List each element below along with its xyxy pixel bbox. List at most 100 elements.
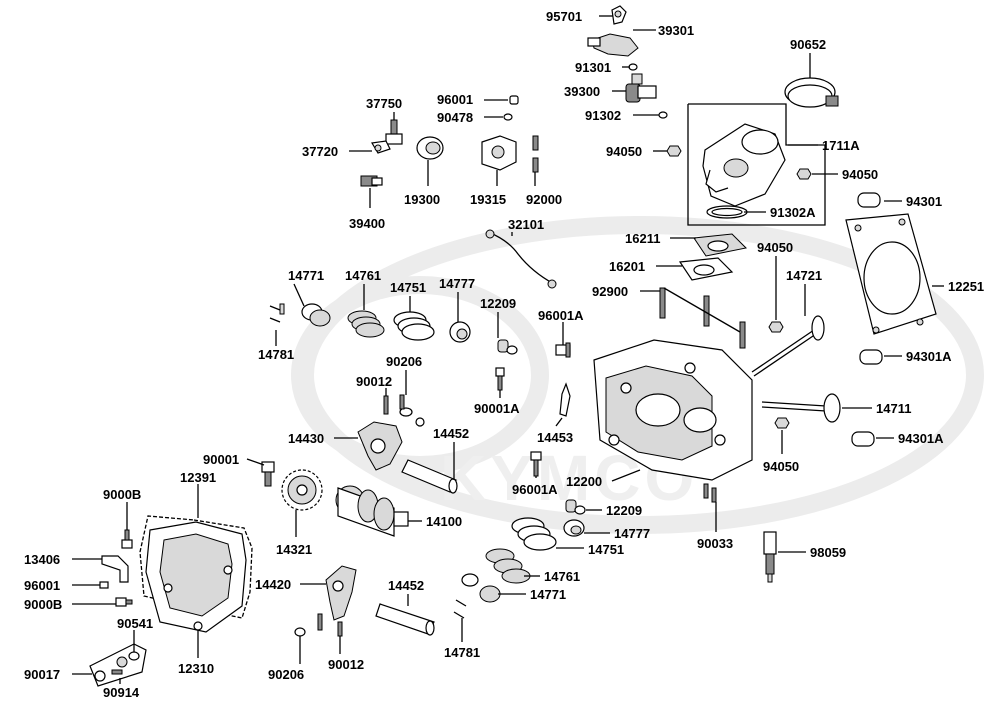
spring-14751-top[interactable]: [393, 311, 435, 341]
rocker-arm-14420[interactable]: [325, 565, 357, 621]
label-91302[interactable]: 91302: [585, 108, 621, 123]
gasket-16201[interactable]: [678, 257, 734, 281]
label-91302A[interactable]: 91302A: [770, 205, 816, 220]
bracket-13406[interactable]: [101, 555, 129, 583]
label-96001A-b[interactable]: 96001A: [512, 482, 558, 497]
label-12209-a[interactable]: 12209: [480, 296, 516, 311]
rocker-shaft-14452-top[interactable]: [401, 459, 458, 494]
label-12200[interactable]: 12200: [566, 474, 602, 489]
label-94050-d[interactable]: 94050: [763, 459, 799, 474]
label-90478[interactable]: 90478: [437, 110, 473, 125]
nut-94050-top-a[interactable]: [666, 145, 682, 157]
label-96001A-a[interactable]: 96001A: [538, 308, 584, 323]
label-12251[interactable]: 12251: [948, 279, 984, 294]
dowel-94301A-a[interactable]: [859, 349, 883, 365]
injector-39300[interactable]: [625, 73, 657, 103]
dowel-94301A-b[interactable]: [851, 431, 875, 447]
spark-plug-98059[interactable]: [763, 531, 777, 583]
intake-manifold-1711A[interactable]: [702, 123, 786, 207]
washer-90206-top[interactable]: [399, 394, 413, 417]
intake-valve-14711[interactable]: [761, 393, 841, 423]
label-90001[interactable]: 90001: [203, 452, 239, 467]
label-90541[interactable]: 90541: [117, 616, 153, 631]
exhaust-valve-14721[interactable]: [751, 315, 825, 377]
label-12391[interactable]: 12391: [180, 470, 216, 485]
pin-90012-top[interactable]: [383, 395, 425, 427]
keeper-14781-low[interactable]: [453, 599, 467, 619]
label-32101[interactable]: 32101: [508, 217, 544, 232]
studs-90033[interactable]: [703, 483, 717, 503]
seal-12209-low[interactable]: [565, 499, 586, 515]
injector-holder-39301[interactable]: [587, 33, 639, 57]
label-39301[interactable]: 39301: [658, 23, 694, 38]
label-14777-a[interactable]: 14777: [439, 276, 475, 291]
label-14711[interactable]: 14711: [876, 401, 911, 416]
label-39400[interactable]: 39400: [349, 216, 385, 231]
label-96001-a[interactable]: 96001: [437, 92, 473, 107]
oring-91302[interactable]: [658, 111, 668, 119]
label-94050-c[interactable]: 94050: [757, 240, 793, 255]
cam-sprocket-14321[interactable]: [281, 469, 323, 511]
bolt-90001A[interactable]: [495, 367, 505, 391]
label-90206-b[interactable]: 90206: [268, 667, 304, 682]
breather-plate-90017[interactable]: [89, 643, 147, 687]
spring-14751-low[interactable]: [511, 517, 557, 551]
retainer-14771-low[interactable]: [461, 573, 501, 603]
label-90652[interactable]: 90652: [790, 37, 826, 52]
label-90206-a[interactable]: 90206: [386, 354, 422, 369]
label-39300[interactable]: 39300: [564, 84, 600, 99]
label-1711A[interactable]: 1711A: [822, 138, 860, 153]
keeper-14781-top[interactable]: [269, 303, 285, 323]
label-90033[interactable]: 90033: [697, 536, 733, 551]
nut-94050-mid[interactable]: [768, 321, 784, 333]
bolt-9000B-top[interactable]: [121, 529, 133, 549]
rocker-shaft-14452-low[interactable]: [375, 603, 435, 636]
label-90012-b[interactable]: 90012: [328, 657, 364, 672]
seat-14777-top[interactable]: [449, 321, 471, 343]
bolt-96001-low[interactable]: [99, 581, 109, 589]
label-14452-b[interactable]: 14452: [388, 578, 424, 593]
label-19315[interactable]: 19315: [470, 192, 506, 207]
retainer-14771-top[interactable]: [301, 303, 331, 327]
label-90914[interactable]: 90914: [103, 685, 140, 700]
sensor-37750[interactable]: [385, 119, 403, 145]
bolt-96001-top[interactable]: [509, 95, 519, 105]
hose-clamp-90652[interactable]: [784, 77, 839, 108]
label-94301A-b[interactable]: 94301A: [898, 431, 944, 446]
label-92900[interactable]: 92900: [592, 284, 628, 299]
label-90001A[interactable]: 90001A: [474, 401, 520, 416]
label-14771-a[interactable]: 14771: [288, 268, 324, 283]
label-14100[interactable]: 14100: [426, 514, 462, 529]
label-92000[interactable]: 92000: [526, 192, 562, 207]
label-91301[interactable]: 91301: [575, 60, 611, 75]
label-14452-a[interactable]: 14452: [433, 426, 469, 441]
oring-90541[interactable]: [128, 651, 140, 661]
label-14777-b[interactable]: 14777: [614, 526, 650, 541]
label-14321[interactable]: 14321: [276, 542, 312, 557]
oring-91301[interactable]: [628, 63, 638, 71]
spring-14761-low[interactable]: [485, 548, 531, 584]
bolt-96001A-top[interactable]: [555, 342, 571, 358]
label-12209-b[interactable]: 12209: [606, 503, 642, 518]
label-95701[interactable]: 95701: [546, 9, 582, 24]
label-37750[interactable]: 37750: [366, 96, 402, 111]
label-12310[interactable]: 12310: [178, 661, 214, 676]
camshaft-14100[interactable]: [335, 485, 409, 537]
label-94050-a[interactable]: 94050: [606, 144, 642, 159]
label-14420[interactable]: 14420: [255, 577, 291, 592]
gasket-91302A[interactable]: [706, 205, 748, 219]
label-94050-b[interactable]: 94050: [842, 167, 878, 182]
head-cover-gasket-12391[interactable]: [139, 515, 253, 619]
bolts-92000[interactable]: [532, 135, 539, 173]
label-94301A-a[interactable]: 94301A: [906, 349, 952, 364]
lever-14453[interactable]: [559, 382, 571, 417]
clip-part-95701[interactable]: [611, 5, 627, 25]
label-14430[interactable]: 14430: [288, 431, 324, 446]
oring-90478[interactable]: [503, 113, 513, 121]
label-98059[interactable]: 98059: [810, 545, 846, 560]
gasket-16211[interactable]: [693, 233, 748, 257]
spring-14761-top[interactable]: [347, 310, 385, 338]
bolt-90001[interactable]: [261, 461, 275, 487]
label-9000B-a[interactable]: 9000B: [103, 487, 141, 502]
label-16211[interactable]: 16211: [625, 231, 660, 246]
